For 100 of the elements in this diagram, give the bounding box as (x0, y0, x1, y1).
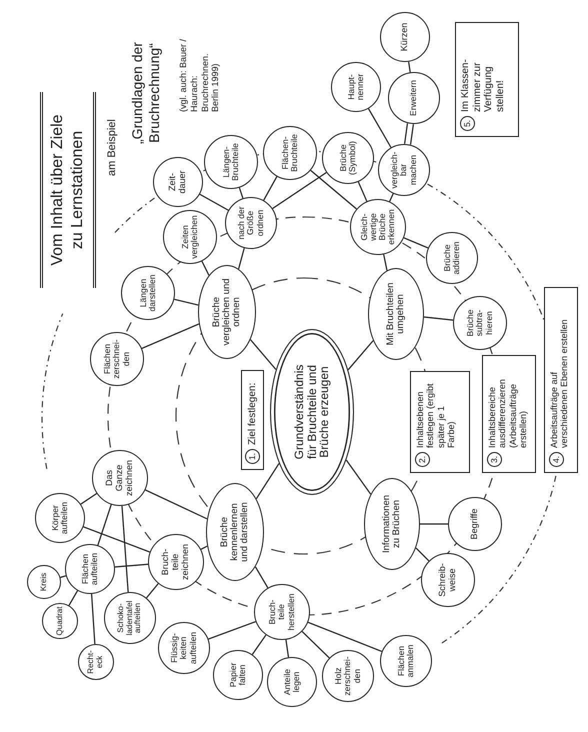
topic-text: Holz zerschnei- den (334, 655, 362, 698)
topic-circle (350, 199, 406, 255)
step-box (544, 287, 578, 473)
connector-line (200, 546, 208, 550)
topic-circle (263, 126, 317, 180)
connector-line (302, 631, 330, 658)
topic-text: Brüche kennenlernen und darstellen (220, 501, 250, 564)
topic-circle (78, 644, 114, 680)
connector-line (208, 621, 256, 640)
step-number: 1. (245, 449, 260, 464)
topic-text: Körper aufteilen (50, 500, 70, 536)
connector-line (91, 594, 96, 644)
connector-line (200, 194, 229, 211)
topic-circle (331, 62, 381, 112)
step-text: Inhaltsbereiche ausdifferenzieren (Arbeitsaufträge erstellen) (487, 378, 528, 448)
topic-circle (388, 72, 440, 124)
topic-text: Informationen zu Brüchen (382, 494, 402, 556)
connector-line (404, 123, 408, 144)
connector-line (114, 564, 148, 568)
topic-text: vergleich- bar machen (390, 150, 418, 190)
connector-line (272, 172, 327, 210)
topic-text: Zeiten vergleichen (180, 214, 200, 261)
connector-line (416, 548, 430, 562)
topic-text: Erweitern (409, 80, 419, 116)
topic-text: Flächen zerschnei- den (103, 338, 131, 381)
connector-line (238, 187, 244, 198)
topic-text: Flächen- Bruchteile (280, 133, 300, 174)
connector-line (383, 254, 388, 271)
topic-circle (148, 534, 204, 590)
connector-line (174, 298, 198, 306)
topic-circle (27, 565, 61, 599)
topic-text: Schoko- ladentafel aufteilen (117, 600, 143, 638)
topic-text: Kürzen (400, 22, 410, 52)
topic-text: Flächen aufteilen (80, 552, 100, 588)
topic-circle (322, 132, 374, 184)
connector-line (410, 124, 414, 145)
topic-text: Längen darstellen (138, 274, 158, 314)
topic-text: Brüche addieren (442, 240, 462, 277)
topic-text: Mit Bruchteilen umgehen (386, 282, 406, 348)
step-box (410, 371, 470, 473)
topic-text: Schreib- weise (438, 562, 458, 599)
topic-circle (421, 553, 475, 607)
connector-line (368, 108, 392, 148)
connector-line (310, 170, 357, 210)
topic-circle (121, 266, 175, 320)
connector-line (142, 323, 200, 349)
topic-text: Kreis (40, 572, 48, 592)
topic-circle (380, 635, 432, 687)
connector-line (420, 523, 448, 525)
topic-circle (35, 493, 85, 543)
subtitle-text: „Grundlagen der Bruchrechnung“ (129, 41, 163, 146)
step-text: Arbeitsaufträge auf verschiedenen Ebenen erstellen (549, 318, 570, 448)
connector-line (285, 640, 290, 658)
topic-text: Anteile legen (282, 668, 302, 697)
topic-circle (254, 584, 310, 640)
connector-line (404, 237, 428, 248)
diagram-title: Vom Inhalt über Ziele zu Lernstationen (40, 92, 96, 288)
topic-circle (322, 650, 374, 702)
topic-circle (225, 197, 277, 249)
connector-line (250, 339, 276, 370)
connector-line (68, 590, 78, 606)
topic-circle (42, 603, 78, 639)
topic-text: Brüche subtra- hieren (466, 308, 494, 338)
connector-line (424, 316, 454, 321)
topic-circle (158, 622, 210, 674)
connector-line (121, 506, 129, 592)
step-number: 3. (487, 452, 502, 467)
reference-note: (vgl. auch: Bauer / Haurach: Bruchrechnen. Berlin 1999) (178, 38, 222, 112)
connector-line (97, 504, 112, 546)
topic-text: Flüssig- keiten aufteilen (170, 630, 198, 666)
step-number: 5. (460, 116, 475, 131)
connector-line (346, 460, 372, 495)
step-box (482, 355, 536, 473)
connector-line (254, 566, 268, 588)
topic-text: Brüche vergleichen und ordnen (212, 277, 242, 347)
topic-text: Brüche (Symbol) (338, 140, 358, 178)
subtitle-text: am Beispiel (106, 118, 119, 176)
topic-circle (453, 296, 507, 350)
topic-circle (378, 144, 430, 196)
topic-circle (65, 544, 115, 594)
topic-text: Das Ganze zeichnen (105, 458, 135, 498)
connector-line (83, 526, 150, 553)
step-number: 4. (549, 452, 564, 467)
topic-circle (204, 135, 258, 189)
connector-line (256, 463, 280, 500)
topic-text: Quadrat (56, 606, 64, 636)
connector-line (263, 176, 278, 201)
topic-text: Gleich- wertige Brüche erkennen (360, 208, 396, 247)
connector-line (201, 260, 210, 276)
topic-circle (267, 657, 317, 707)
topic-text: Zeit- dauer (168, 169, 188, 196)
connector-line (308, 622, 382, 652)
topic-circle (380, 12, 430, 62)
topic-circle (90, 332, 144, 386)
topic-text: Haupt- nenner (346, 72, 366, 102)
step-number: 2. (415, 452, 430, 467)
connector-line (80, 493, 98, 505)
topic-text: Längen- Bruchteile (222, 142, 240, 183)
step-box (455, 22, 519, 137)
central-topic-text: Grundverständnis für Bruchteile und Brüche erzeugen (292, 364, 332, 462)
